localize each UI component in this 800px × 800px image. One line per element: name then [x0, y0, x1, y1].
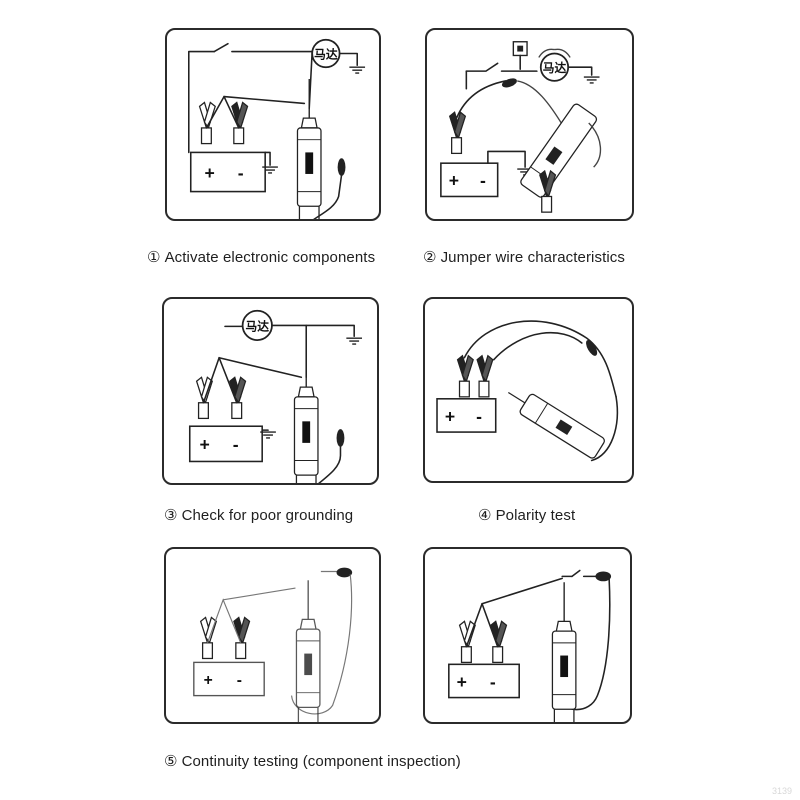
motor-label-2: 马达	[543, 61, 567, 75]
panel-5-drawing: + -	[193, 567, 353, 722]
diagram-panel-2: 马达 + -	[425, 28, 634, 221]
panel-2-drawing: 马达 + -	[440, 41, 602, 213]
caption-2-text: Jumper wire characteristics	[440, 249, 625, 266]
panel-3-drawing: 马达 + -	[188, 309, 363, 483]
panel-4-drawing: + -	[436, 320, 618, 462]
caption-5-text: Continuity testing (component inspection…	[181, 753, 461, 770]
diagram-panel-6: + -	[423, 547, 632, 724]
battery-minus-2: -	[480, 171, 486, 191]
battery-minus-3: -	[233, 435, 239, 455]
caption-5-number: ⑤	[164, 753, 178, 770]
caption-2-number: ②	[423, 249, 437, 266]
battery-minus-1: -	[238, 163, 244, 183]
diagram-panel-3: 马达 + -	[162, 297, 379, 485]
caption-4-text: Polarity test	[495, 507, 576, 524]
motor-label: 马达	[314, 47, 338, 61]
panel-1-drawing: 马达 + -	[187, 38, 366, 219]
battery-plus-1: +	[204, 163, 214, 183]
caption-4-number: ④	[478, 507, 492, 524]
battery-plus-5: +	[204, 672, 213, 689]
watermark: 3139	[771, 786, 792, 796]
battery-plus-4: +	[445, 406, 455, 426]
panel-6-drawing: + -	[448, 569, 612, 722]
diagram-panel-1: 马达 + -	[165, 28, 381, 221]
caption-3-text: Check for poor grounding	[181, 507, 354, 524]
battery-minus-4: -	[476, 406, 482, 426]
caption-3-number: ③	[164, 507, 178, 524]
battery-plus-3: +	[200, 435, 210, 455]
battery-minus-5: -	[237, 672, 242, 689]
battery-plus-6: +	[457, 672, 467, 692]
caption-1-number: ①	[147, 249, 161, 266]
caption-1-text: Activate electronic components	[164, 249, 376, 266]
battery-minus-6: -	[490, 672, 496, 692]
motor-label-3: 马达	[246, 319, 270, 333]
diagram-panel-4: + -	[423, 297, 634, 483]
diagram-panel-5: + -	[164, 547, 381, 724]
battery-plus-2: +	[449, 171, 459, 191]
